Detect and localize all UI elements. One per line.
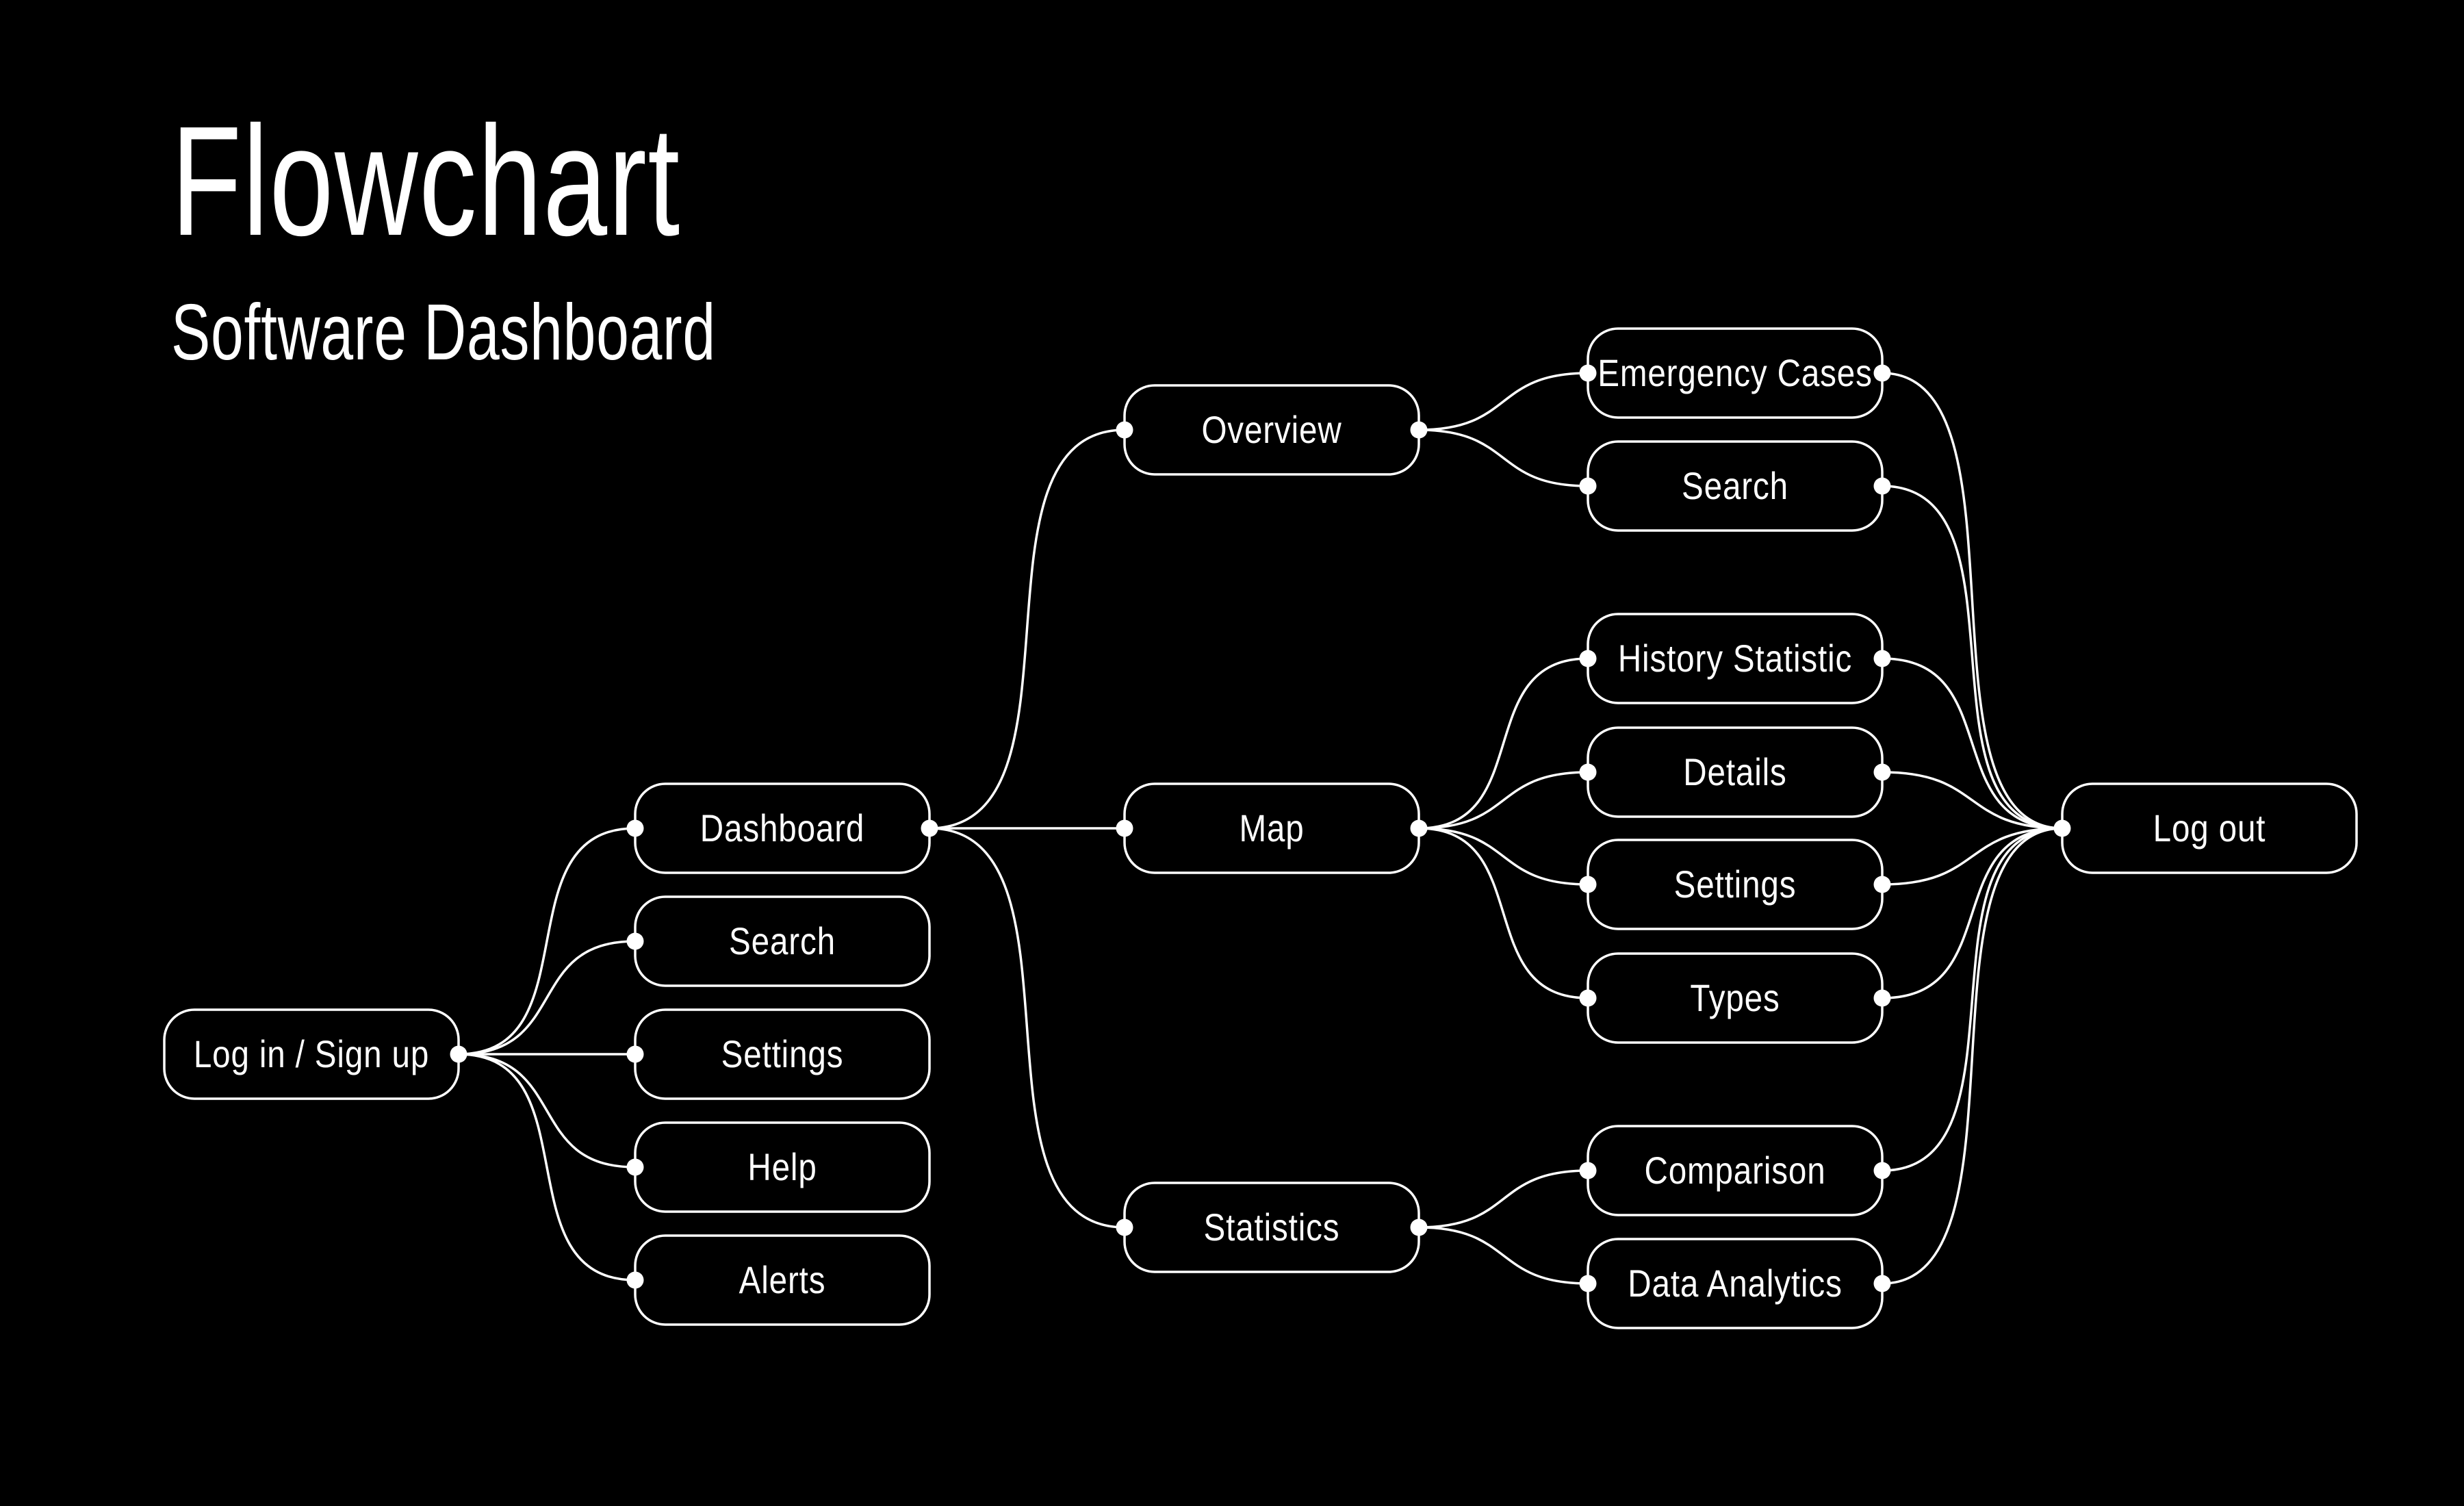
port-in-logout <box>2053 819 2071 837</box>
edge-login-to-help <box>458 1053 636 1169</box>
edge-dashboard-to-statistics <box>929 827 1125 1229</box>
port-in-map <box>1116 819 1133 837</box>
node-map[interactable]: Map <box>1116 782 1428 874</box>
node-data-analytics[interactable]: Data Analytics <box>1579 1238 1891 1329</box>
node-emergency-cases[interactable]: Emergency Cases <box>1579 327 1891 419</box>
node-label-logout: Log out <box>2153 807 2266 850</box>
edge-map-to-types <box>1418 827 1589 999</box>
port-out-settings-map <box>1873 876 1891 893</box>
port-out-emergency-cases <box>1873 364 1891 382</box>
port-in-data-analytics <box>1579 1275 1597 1292</box>
port-out-search-overview <box>1873 477 1891 495</box>
edge-overview-to-search-overview <box>1418 429 1589 487</box>
edge-history-statistic-to-logout <box>1882 657 2063 830</box>
port-out-overview <box>1410 421 1428 439</box>
node-label-map: Map <box>1239 807 1304 850</box>
page-title: Flowchart <box>171 94 681 268</box>
node-settings-main[interactable]: Settings <box>626 1008 931 1100</box>
port-in-search-overview <box>1579 477 1597 495</box>
port-in-settings-main <box>626 1045 644 1063</box>
edge-statistics-to-comparison <box>1418 1169 1589 1229</box>
node-label-overview: Overview <box>1201 409 1342 451</box>
nodes-layer: Log in / Sign upDashboardSearchSettingsH… <box>163 327 2358 1329</box>
port-in-history-statistic <box>1579 650 1597 667</box>
port-in-settings-map <box>1579 876 1597 893</box>
edge-login-to-search-main <box>458 940 636 1056</box>
edge-login-to-dashboard <box>458 827 636 1056</box>
edges-layer <box>458 372 2063 1285</box>
edge-comparison-to-logout <box>1882 827 2063 1172</box>
node-label-statistics: Statistics <box>1204 1206 1340 1249</box>
edge-search-overview-to-logout <box>1882 485 2063 830</box>
node-label-details: Details <box>1683 751 1786 793</box>
node-search-main[interactable]: Search <box>626 895 931 987</box>
node-overview[interactable]: Overview <box>1116 384 1428 476</box>
port-in-help <box>626 1158 644 1176</box>
port-out-statistics <box>1410 1218 1428 1236</box>
edge-data-analytics-to-logout <box>1882 827 2063 1285</box>
node-alerts[interactable]: Alerts <box>626 1234 931 1326</box>
edge-emergency-cases-to-logout <box>1882 372 2063 830</box>
edge-map-to-details <box>1418 771 1589 830</box>
edge-map-to-settings-map <box>1418 827 1589 886</box>
node-login[interactable]: Log in / Sign up <box>163 1008 467 1100</box>
edge-settings-map-to-logout <box>1882 827 2063 886</box>
node-details[interactable]: Details <box>1579 726 1891 818</box>
edge-dashboard-to-overview <box>929 429 1125 830</box>
node-label-data-analytics: Data Analytics <box>1628 1262 1842 1305</box>
port-in-details <box>1579 763 1597 781</box>
node-label-settings-map: Settings <box>1674 863 1797 906</box>
node-types[interactable]: Types <box>1579 952 1891 1044</box>
node-label-help: Help <box>747 1146 817 1188</box>
node-history-statistic[interactable]: History Statistic <box>1579 613 1891 704</box>
node-search-overview[interactable]: Search <box>1579 440 1891 532</box>
port-out-map <box>1410 819 1428 837</box>
node-label-comparison: Comparison <box>1644 1149 1825 1192</box>
port-in-emergency-cases <box>1579 364 1597 382</box>
page-subtitle: Software Dashboard <box>171 288 716 376</box>
edge-details-to-logout <box>1882 771 2063 830</box>
port-out-comparison <box>1873 1162 1891 1179</box>
edge-types-to-logout <box>1882 827 2063 999</box>
port-out-history-statistic <box>1873 650 1891 667</box>
edge-overview-to-emergency-cases <box>1418 372 1589 431</box>
edge-login-to-alerts <box>458 1053 636 1281</box>
node-label-search-overview: Search <box>1682 465 1788 507</box>
node-label-emergency-cases: Emergency Cases <box>1597 352 1873 394</box>
node-comparison[interactable]: Comparison <box>1579 1125 1891 1216</box>
node-label-search-main: Search <box>729 920 836 962</box>
port-out-data-analytics <box>1873 1275 1891 1292</box>
node-help[interactable]: Help <box>626 1121 931 1213</box>
port-in-comparison <box>1579 1162 1597 1179</box>
port-in-types <box>1579 989 1597 1007</box>
port-out-dashboard <box>921 819 938 837</box>
port-in-statistics <box>1116 1218 1133 1236</box>
node-label-alerts: Alerts <box>739 1259 826 1301</box>
node-dashboard[interactable]: Dashboard <box>626 782 938 874</box>
edge-map-to-history-statistic <box>1418 657 1589 830</box>
port-in-overview <box>1116 421 1133 439</box>
node-statistics[interactable]: Statistics <box>1116 1182 1428 1273</box>
node-settings-map[interactable]: Settings <box>1579 839 1891 930</box>
node-label-types: Types <box>1690 977 1780 1019</box>
port-in-alerts <box>626 1271 644 1289</box>
edge-statistics-to-data-analytics <box>1418 1226 1589 1285</box>
port-out-types <box>1873 989 1891 1007</box>
node-label-dashboard: Dashboard <box>700 807 864 850</box>
port-in-search-main <box>626 932 644 950</box>
port-out-login <box>450 1045 467 1063</box>
port-out-details <box>1873 763 1891 781</box>
node-label-history-statistic: History Statistic <box>1618 637 1852 680</box>
node-label-login: Log in / Sign up <box>194 1033 429 1075</box>
node-label-settings-main: Settings <box>721 1033 844 1075</box>
port-in-dashboard <box>626 819 644 837</box>
node-logout[interactable]: Log out <box>2053 782 2358 874</box>
